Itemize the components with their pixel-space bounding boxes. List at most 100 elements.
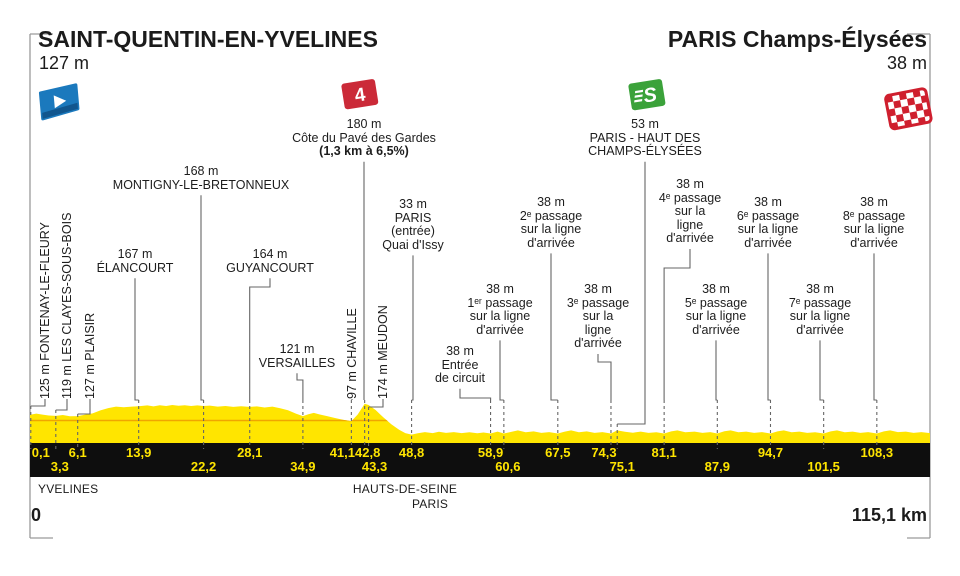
landmark-label-line: 33 m	[399, 197, 427, 211]
landmark-label-line: sur la	[582, 309, 614, 324]
depart-flag-icon	[38, 83, 80, 121]
landmark-label-line: sur la ligne	[843, 222, 905, 237]
km-marker-elancourt: 13,9	[126, 445, 152, 460]
connector-line	[30, 399, 46, 407]
landmark-label-line: 38 m	[676, 177, 704, 191]
svg-text:S: S	[642, 84, 659, 108]
start-city-title: SAINT-QUENTIN-EN-YVELINES	[38, 26, 378, 52]
connector-line	[77, 399, 91, 415]
finish-elevation: 38 m	[886, 53, 927, 73]
category-4-climb-icon: 4	[341, 79, 379, 110]
landmark-label-line: 167 m	[117, 247, 153, 261]
landmark-label-line: 164 m	[252, 247, 288, 261]
landmark-label-line: sur la	[674, 204, 706, 219]
landmark-label-line: 38 m	[584, 282, 612, 296]
km-marker-passage-3: 74,3	[591, 445, 617, 460]
landmark-label-line: (entrée)	[391, 224, 435, 239]
km-marker-fontenay-le-fleury: 0,1	[31, 445, 50, 460]
connector-line	[819, 340, 824, 401]
landmark-label-line: ligne	[584, 322, 612, 337]
landmark-label-line: Entrée	[441, 357, 479, 372]
landmark-label-line: 38 m	[702, 282, 730, 296]
landmark-label-line: MONTIGNY-LE-BRETONNEUX	[112, 177, 290, 192]
landmark-label-meudon: 174 m MEUDON	[376, 305, 390, 399]
sprint-icon: S	[628, 79, 666, 111]
landmark-label-line: ÉLANCOURT	[96, 260, 174, 275]
landmark-label-line: d'arrivée	[796, 322, 844, 337]
connector-line	[55, 399, 68, 411]
km-marker-passage-2: 67,5	[545, 445, 571, 460]
landmark-label-line: 38 m	[486, 282, 514, 296]
km-marker-les-clayes-sous-bois: 3,3	[50, 459, 69, 474]
landmark-label-line: sur la ligne	[520, 222, 582, 237]
landmark-label-line: 6ᵉ passage	[736, 208, 800, 223]
connector-line	[617, 161, 646, 425]
elevation-profile-area	[30, 403, 930, 443]
connector-line	[134, 278, 139, 401]
landmark-label-line: d'arrivée	[692, 322, 740, 337]
landmark-label-line: 4ᵉ passage	[658, 190, 722, 205]
km-marker-montigny-le-bretonneux: 22,2	[190, 459, 217, 474]
distance-bar	[30, 443, 930, 477]
finish-checkered-flag-icon	[884, 87, 933, 131]
km-marker-cote-du-pave-des-gardes: 42,8	[355, 445, 381, 460]
km-marker-guyancourt: 28,1	[237, 445, 263, 460]
connector-line	[663, 249, 691, 400]
landmark-label-line: sur la ligne	[737, 222, 799, 237]
connector-line	[550, 253, 558, 401]
landmark-label-line: 168 m	[183, 164, 219, 178]
landmark-label-line: CHAMPS-ÉLYSÉES	[588, 144, 702, 159]
landmark-label-chaville: 97 m CHAVILLE	[345, 308, 359, 399]
connector-line	[296, 373, 304, 400]
km-marker-passage-1: 60,6	[495, 459, 521, 474]
km-marker-passage-5: 87,9	[704, 459, 730, 474]
landmark-label-line: 38 m	[537, 195, 565, 209]
landmark-label-line: 3ᵉ passage	[566, 295, 630, 310]
landmark-label-line: 180 m	[346, 117, 382, 131]
landmark-label-line: 5ᵉ passage	[684, 295, 748, 310]
landmark-label-line: de circuit	[434, 371, 486, 386]
landmark-label-line: 38 m	[860, 195, 888, 209]
landmark-label-line: sur la ligne	[685, 309, 747, 324]
landmark-label-line: VERSAILLES	[258, 355, 336, 370]
landmark-label-line: sur la ligne	[469, 309, 531, 324]
landmark-label-line: 38 m	[806, 282, 834, 296]
landmark-label-line: GUYANCOURT	[226, 260, 314, 275]
landmark-label-line: PARIS	[394, 210, 432, 225]
connector-line	[459, 388, 492, 400]
connector-lines	[30, 161, 878, 449]
landmark-label-line: 1ᵉʳ passage	[467, 295, 533, 310]
landmark-label-line: (1,3 km à 6,5%)	[319, 144, 409, 159]
department-label-paris: PARIS	[411, 497, 449, 511]
svg-text:4: 4	[353, 84, 367, 106]
connector-line	[499, 340, 504, 401]
landmark-label-line: 8ᵉ passage	[842, 208, 906, 223]
km-marker-passage-6: 94,7	[757, 445, 784, 460]
landmark-label-line: 2ᵉ passage	[519, 208, 583, 223]
landmark-label-line: d'arrivée	[666, 231, 714, 246]
connector-line	[715, 340, 718, 401]
km-marker-passage-4: 81,1	[651, 445, 677, 460]
landmark-label-line: 53 m	[631, 117, 659, 131]
km-marker-plaisir: 6,1	[68, 445, 87, 460]
landmark-label-line: 38 m	[754, 195, 782, 209]
connector-line	[597, 354, 612, 400]
landmark-label-line: ligne	[676, 217, 704, 232]
department-label-yvelines: YVELINES	[38, 482, 99, 496]
km-marker-sprint-paris-haut-des-champs-elysees: 75,1	[609, 459, 635, 474]
landmark-label-plaisir: 127 m PLAISIR	[83, 312, 97, 399]
finish-city-title: PARIS Champs-Élysées	[667, 26, 927, 52]
